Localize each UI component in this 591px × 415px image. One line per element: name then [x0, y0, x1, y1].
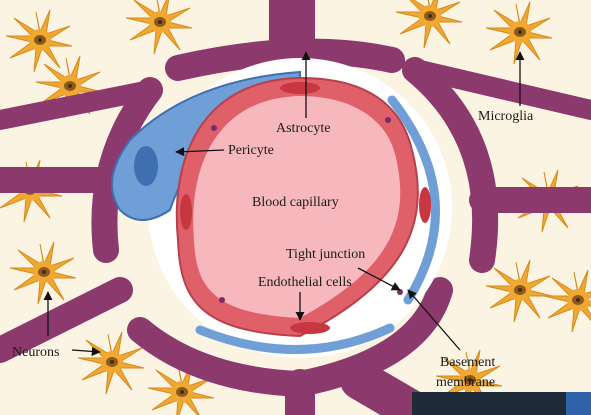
label-tight-junction: Tight junction — [286, 247, 365, 262]
endothelial-nucleus — [290, 322, 330, 334]
label-membrane: membrane — [436, 375, 495, 390]
pericyte-arrow — [175, 147, 225, 157]
tight-junction-arrow — [357, 267, 401, 291]
corner-block — [412, 392, 591, 415]
tight-junction-dot — [397, 289, 403, 295]
neuron-cell — [5, 9, 73, 73]
pericyte-nucleus — [134, 146, 158, 186]
neuron-cell — [9, 241, 77, 305]
neuron-cell — [543, 269, 591, 333]
neuron-cell — [125, 0, 193, 55]
label-pericyte: Pericyte — [228, 143, 274, 158]
label-astrocyte: Astrocyte — [276, 121, 330, 136]
microglia-cell — [485, 1, 553, 65]
basement-membrane — [195, 95, 440, 354]
label-blood-capillary: Blood capillary — [252, 195, 339, 210]
endothelial-nucleus — [419, 187, 431, 223]
tight-junction-dot — [219, 297, 225, 303]
blood-capillary — [175, 76, 431, 338]
leader-arrows — [43, 51, 525, 356]
basement-arrow — [407, 289, 461, 351]
label-basement: Basement — [440, 355, 495, 370]
label-neurons: Neurons — [12, 345, 59, 360]
neurons-arrow-right — [71, 346, 101, 356]
capillary-lumen — [193, 96, 401, 318]
microglia-cell — [395, 0, 463, 49]
corner-accent — [566, 392, 591, 415]
label-endothelial-cells: Endothelial cells — [258, 275, 352, 290]
tight-junction-dot — [211, 125, 217, 131]
label-microglia: Microglia — [478, 109, 534, 124]
endothelial-nucleus — [180, 194, 192, 230]
neuron-cell — [485, 259, 553, 323]
tight-junction-dot — [385, 117, 391, 123]
endothelial-nucleus — [280, 82, 320, 94]
